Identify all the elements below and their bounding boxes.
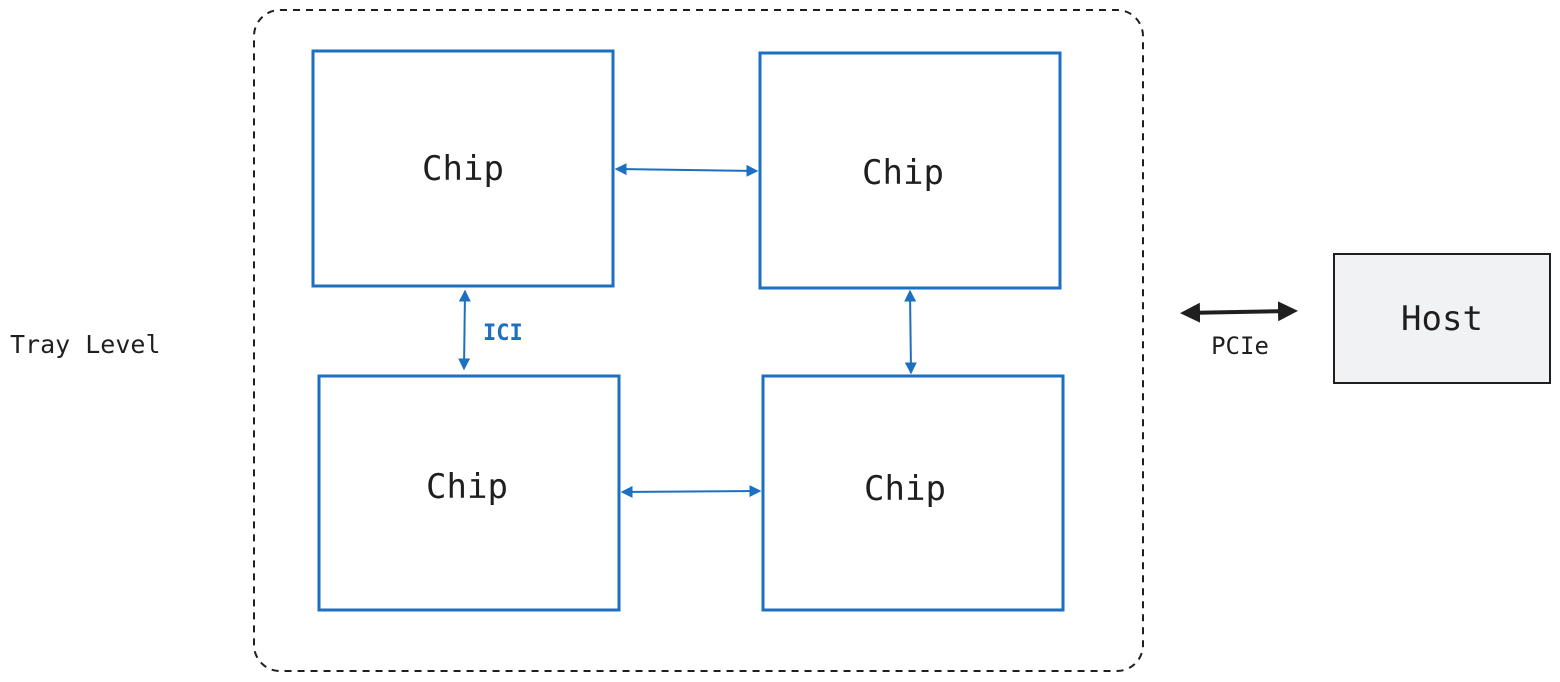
chip-box xyxy=(311,49,615,288)
chip-box xyxy=(758,51,1062,290)
ici-link-left xyxy=(458,289,471,371)
chip-top-right[interactable]: Chip xyxy=(758,51,1062,290)
host-label: Host xyxy=(1401,299,1483,339)
chip-box xyxy=(761,374,1065,612)
chip-bottom-right[interactable]: Chip xyxy=(761,374,1065,612)
ici-link-bottom xyxy=(620,485,762,498)
chip-label: Chip xyxy=(426,467,508,507)
chip-box xyxy=(317,374,621,612)
host-node[interactable]: Host xyxy=(1333,253,1551,384)
ici-link-top xyxy=(614,163,759,177)
tray-boundary xyxy=(253,9,1144,672)
chip-bottom-left[interactable]: Chip xyxy=(317,374,621,612)
pcie-link xyxy=(1180,301,1298,323)
pcie-label: PCIe xyxy=(1211,332,1269,360)
tray-level-label: Tray Level xyxy=(10,330,161,359)
ici-label: ICI xyxy=(483,321,523,346)
chip-label: Chip xyxy=(422,149,504,189)
host-box xyxy=(1333,253,1551,384)
ici-link-right xyxy=(904,289,917,375)
chip-top-left[interactable]: Chip xyxy=(311,49,615,288)
chip-label: Chip xyxy=(864,469,946,509)
chip-label: Chip xyxy=(862,153,944,193)
